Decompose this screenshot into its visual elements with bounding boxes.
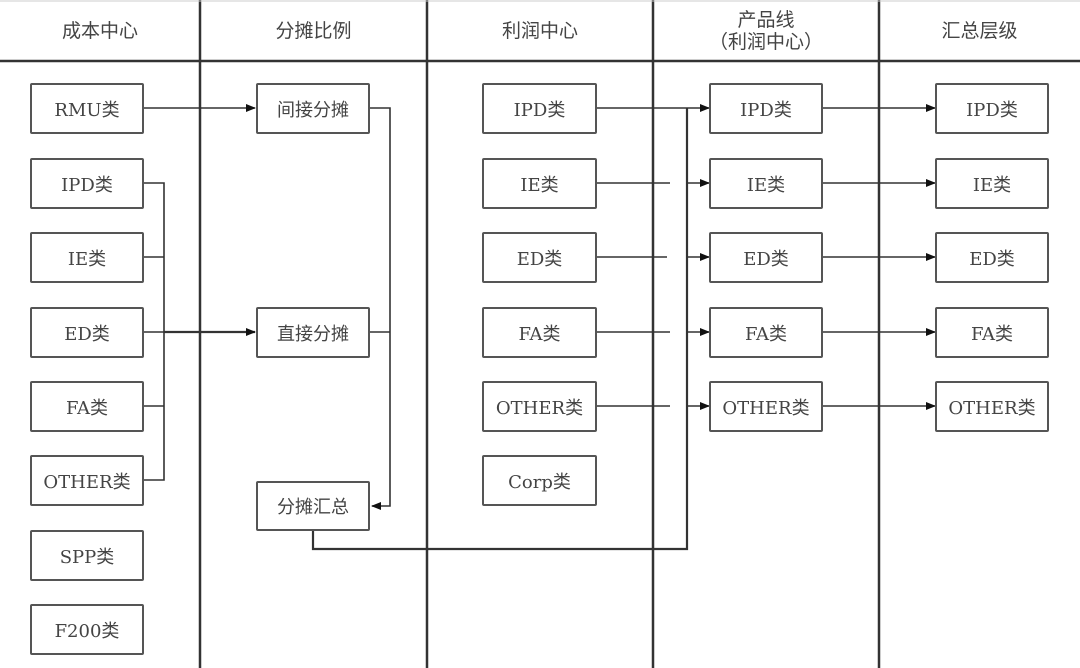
edge-summary-bus	[311, 108, 689, 551]
column-header-allocation-ratio: 分摊比例	[275, 19, 352, 42]
cost-center-node: IPD类	[30, 158, 144, 209]
allocation-node-indirect: 间接分摊	[256, 83, 370, 134]
product-line-node: FA类	[709, 307, 823, 358]
column-header-summary-level: 汇总层级	[941, 19, 1018, 42]
cost-center-node: FA类	[30, 381, 144, 432]
summary-level-node: FA类	[935, 307, 1049, 358]
summary-level-node: ED类	[935, 232, 1049, 283]
product-line-node: ED类	[709, 232, 823, 283]
edge-indirect-summary	[370, 107, 391, 510]
product-line-node: OTHER类	[709, 381, 823, 432]
profit-center-node: ED类	[482, 232, 597, 283]
column-header-cost-center: 成本中心	[61, 19, 138, 42]
profit-center-node: OTHER类	[482, 381, 597, 432]
summary-level-node: IE类	[935, 158, 1049, 209]
summary-level-node: OTHER类	[935, 381, 1049, 432]
column-header-product-line: 产品线 （利润中心）	[708, 8, 823, 53]
profit-center-node: Corp类	[482, 455, 597, 506]
cost-center-node: F200类	[30, 604, 144, 655]
summary-level-node: IPD类	[935, 83, 1049, 134]
cost-center-node: SPP类	[30, 530, 144, 581]
cost-center-node: ED类	[30, 307, 144, 358]
column-header-profit-center: 利润中心	[501, 19, 578, 42]
product-line-node: IE类	[709, 158, 823, 209]
allocation-node-direct: 直接分摊	[256, 307, 370, 358]
profit-center-node: FA类	[482, 307, 597, 358]
cost-center-node: IE类	[30, 232, 144, 283]
cost-center-node: RMU类	[30, 83, 144, 134]
profit-center-node: IPD类	[482, 83, 597, 134]
allocation-node-summary: 分摊汇总	[256, 481, 370, 531]
profit-center-node: IE类	[482, 158, 597, 209]
cost-center-node: OTHER类	[30, 455, 144, 506]
product-line-node: IPD类	[709, 83, 823, 134]
